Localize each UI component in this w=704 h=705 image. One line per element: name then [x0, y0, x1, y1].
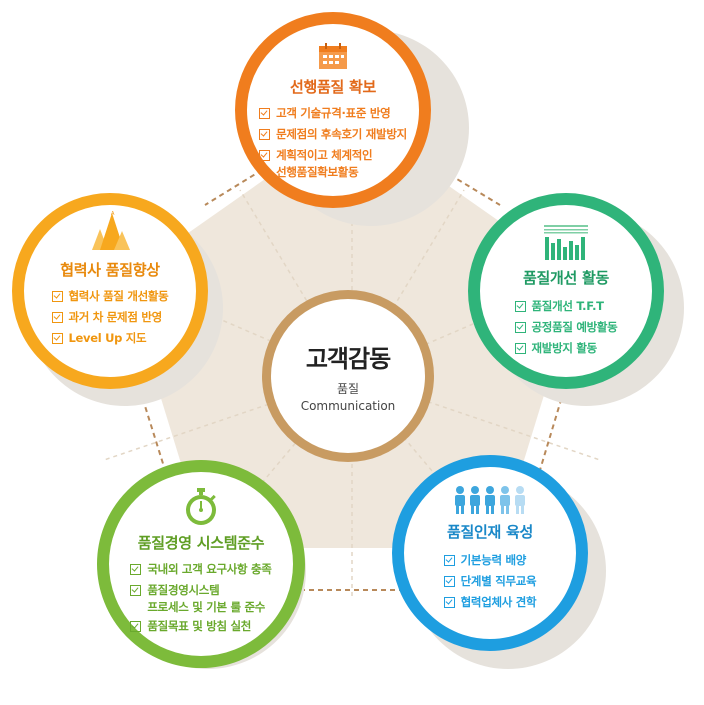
list-item: 재발방지 활동	[514, 338, 618, 359]
checkbox-icon	[51, 291, 63, 302]
node-partner-quality: A 협력사 품질향상 협력사 품질 개선활동 과거 차 문제점 반영 Level…	[12, 193, 208, 389]
center-subtitle-english: Communication	[300, 399, 396, 413]
checkbox-icon	[130, 564, 142, 575]
list-item: 문제점의 후속호기 재발방지	[259, 124, 407, 145]
checkbox-icon	[51, 312, 63, 323]
list-item: 공정품질 예방활동	[514, 317, 618, 338]
node-advance-quality: 선행품질 확보 고객 기술규격·표준 반영 문제점의 후속호기 재발방지 계획적…	[235, 12, 431, 208]
checkbox-icon	[259, 129, 271, 140]
center-hub: 고객감동 품질 Communication	[262, 290, 434, 462]
list-item: 고객 기술규격·표준 반영	[259, 103, 407, 124]
list-item: 협력사 품질 개선활동	[51, 286, 169, 307]
node-quality-improvement: 품질개선 활동 품질개선 T.F.T 공정품질 예방활동 재발방지 활동	[468, 193, 664, 389]
checkbox-icon	[130, 621, 142, 632]
node-talent-development: 품질인재 육성 기본능력 배양 단계별 직무교육 협력업체사 견학	[392, 455, 588, 651]
checkbox-icon	[130, 585, 142, 596]
node-quality-system: 품질경영 시스템준수 국내외 고객 요구사항 충족 품질경영시스템 프로세스 및…	[97, 460, 305, 668]
svg-text:A: A	[111, 211, 115, 217]
checkbox-icon	[443, 555, 455, 566]
calendar-icon	[319, 43, 347, 69]
list-item: 기본능력 배양	[443, 550, 537, 571]
list-item: Level Up 지도	[51, 328, 169, 349]
bar-chart-icon	[544, 225, 588, 260]
center-inner: 고객감동 품질 Communication	[271, 299, 425, 453]
list-item: 품질목표 및 방침 실천	[130, 616, 271, 637]
checkbox-icon	[443, 597, 455, 608]
center-title: 고객감동	[305, 345, 391, 373]
list-item: 협력업체사 견학	[443, 592, 537, 613]
checkbox-icon	[514, 301, 526, 312]
node-title: 품질인재 육성	[447, 523, 533, 541]
list-item: 품질개선 T.F.T	[514, 296, 618, 317]
checkbox-icon	[259, 108, 271, 119]
checkbox-icon	[259, 150, 271, 161]
list-item: 단계별 직무교육	[443, 571, 537, 592]
people-icon	[455, 486, 525, 514]
list-item: 과거 차 문제점 반영	[51, 307, 169, 328]
mountain-peaks-icon: A	[92, 211, 130, 250]
list-item: 품질경영시스템 프로세스 및 기본 룰 준수	[130, 580, 271, 616]
node-title: 품질개선 활동	[523, 269, 609, 287]
list-item: 국내외 고객 요구사항 충족	[130, 559, 272, 580]
checkbox-icon	[514, 343, 526, 354]
checkbox-icon	[514, 322, 526, 333]
list-item: 계획적이고 체계적인 선행품질확보활동	[259, 145, 407, 181]
node-title: 협력사 품질향상	[60, 261, 160, 279]
checkbox-icon	[51, 333, 63, 344]
node-title: 품질경영 시스템준수	[137, 534, 265, 552]
node-title: 선행품질 확보	[290, 78, 376, 96]
center-subtitle: 품질	[336, 382, 360, 396]
checkbox-icon	[443, 576, 455, 587]
stopwatch-icon	[186, 488, 216, 525]
